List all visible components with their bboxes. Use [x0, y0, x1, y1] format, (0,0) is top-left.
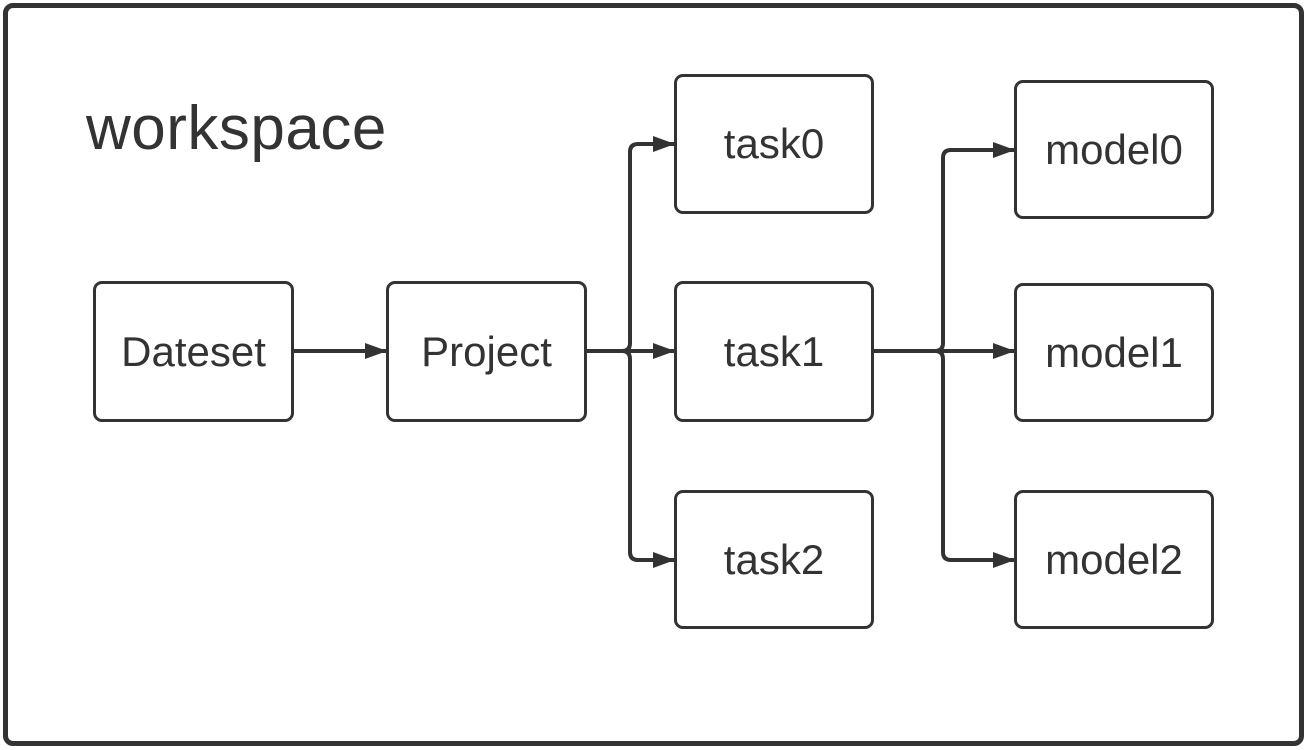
workspace-frame	[3, 3, 1304, 746]
node-task0-label: task0	[723, 120, 825, 167]
node-model2-label: model2	[1045, 535, 1183, 583]
node-task2: task2	[674, 490, 874, 629]
node-model1-label: model1	[1045, 328, 1183, 376]
node-task1-label: task1	[723, 327, 825, 375]
node-task2-label: task2	[723, 535, 825, 583]
node-model0-label: model0	[1045, 125, 1183, 173]
workspace-title: workspace	[86, 94, 387, 163]
node-project-label: Project	[421, 327, 552, 375]
edge-task1-model2	[874, 349, 1015, 568]
node-task1: task1	[674, 281, 874, 422]
node-task0: task0	[674, 74, 874, 214]
edge-project-task2	[587, 349, 675, 568]
node-dateset: Dateset	[93, 281, 294, 422]
node-project: Project	[386, 281, 587, 422]
node-dateset-label: Dateset	[121, 327, 266, 375]
node-model0: model0	[1014, 80, 1214, 219]
edge-project-task0	[587, 136, 675, 353]
node-model2: model2	[1014, 490, 1214, 629]
edge-task1-model0	[874, 142, 1015, 353]
node-model1: model1	[1014, 283, 1214, 422]
